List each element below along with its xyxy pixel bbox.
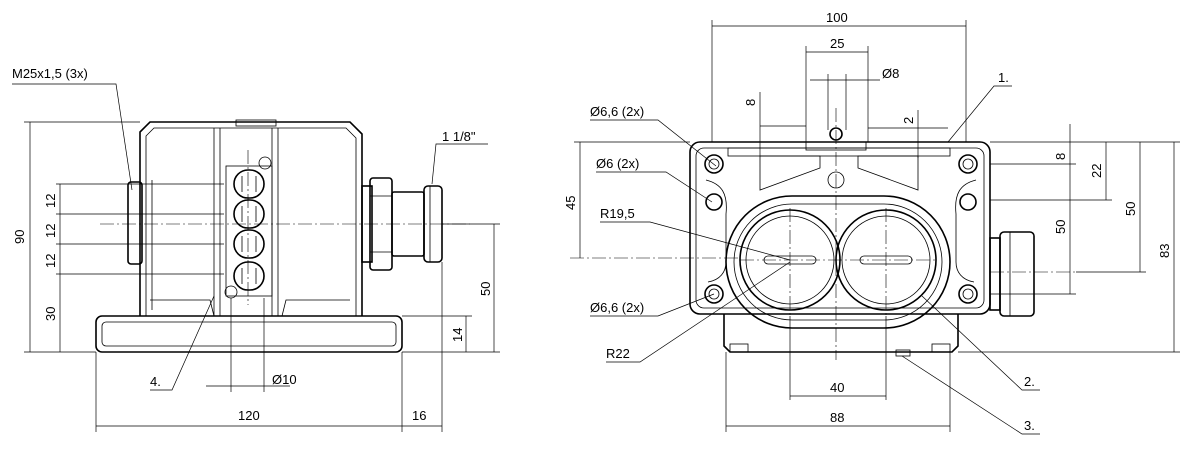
dim-dia-10: Ø10 xyxy=(272,372,297,387)
mount-holes-top-callout: Ø6,6 (2x) xyxy=(590,104,644,119)
base-plate xyxy=(95,315,403,353)
dim-30: 30 xyxy=(43,307,58,321)
mount-holes-bottom-callout: Ø6,6 (2x) xyxy=(590,300,644,315)
dim-88: 88 xyxy=(830,410,844,425)
mount-hole-br xyxy=(958,284,978,304)
radius-22-callout: R22 xyxy=(606,346,630,361)
item-3-label: 3. xyxy=(1024,418,1035,433)
item-4-label: 4. xyxy=(150,374,161,389)
cavity-outline xyxy=(725,195,951,329)
holes-6-callout: Ø6 (2x) xyxy=(596,156,639,171)
dim-dia-8: Ø8 xyxy=(882,66,899,81)
hole-6-left xyxy=(705,193,723,211)
dim-2: 2 xyxy=(901,117,916,124)
mount-hole-tr xyxy=(958,154,978,174)
housing-body xyxy=(139,121,363,316)
thread-callout: M25x1,5 (3x) xyxy=(12,66,88,81)
conduit-callout: 1 1/8" xyxy=(442,129,476,144)
side-view: 90 30 12 12 12 M25x1,5 (3x) 1 1/8" 50 14… xyxy=(12,66,500,432)
dim-12c: 12 xyxy=(43,254,58,268)
front-view: 100 25 Ø8 8 2 Ø6,6 (2x) Ø6 (2x) 45 R19,5… xyxy=(563,10,1180,435)
mount-hole-tl xyxy=(704,154,724,174)
mount-hole-bl xyxy=(704,284,724,304)
dim-90: 90 xyxy=(12,230,27,244)
dim-12b: 12 xyxy=(43,224,58,238)
left-cable-entry xyxy=(127,181,143,265)
dim-45: 45 xyxy=(563,196,578,210)
hole-6-right xyxy=(959,193,977,211)
dim-25: 25 xyxy=(830,36,844,51)
dim-8-right: 8 xyxy=(1053,153,1068,160)
dim-16: 16 xyxy=(412,408,426,423)
item-2-label: 2. xyxy=(1024,374,1035,389)
radius-19-callout: R19,5 xyxy=(600,206,635,221)
dim-8-top: 8 xyxy=(743,99,758,106)
dim-22-right: 22 xyxy=(1089,164,1104,178)
dim-12a: 12 xyxy=(43,194,58,208)
dim-14: 14 xyxy=(450,328,465,342)
dim-40: 40 xyxy=(830,380,844,395)
dim-100: 100 xyxy=(826,10,848,25)
dim-50-inner: 50 xyxy=(1053,220,1068,234)
item-1-label: 1. xyxy=(998,70,1009,85)
dim-83: 83 xyxy=(1157,244,1172,258)
dim-120: 120 xyxy=(238,408,260,423)
dim-50-outer: 50 xyxy=(1123,202,1138,216)
switch-stack xyxy=(224,156,273,299)
dim-axis-50: 50 xyxy=(478,282,493,296)
